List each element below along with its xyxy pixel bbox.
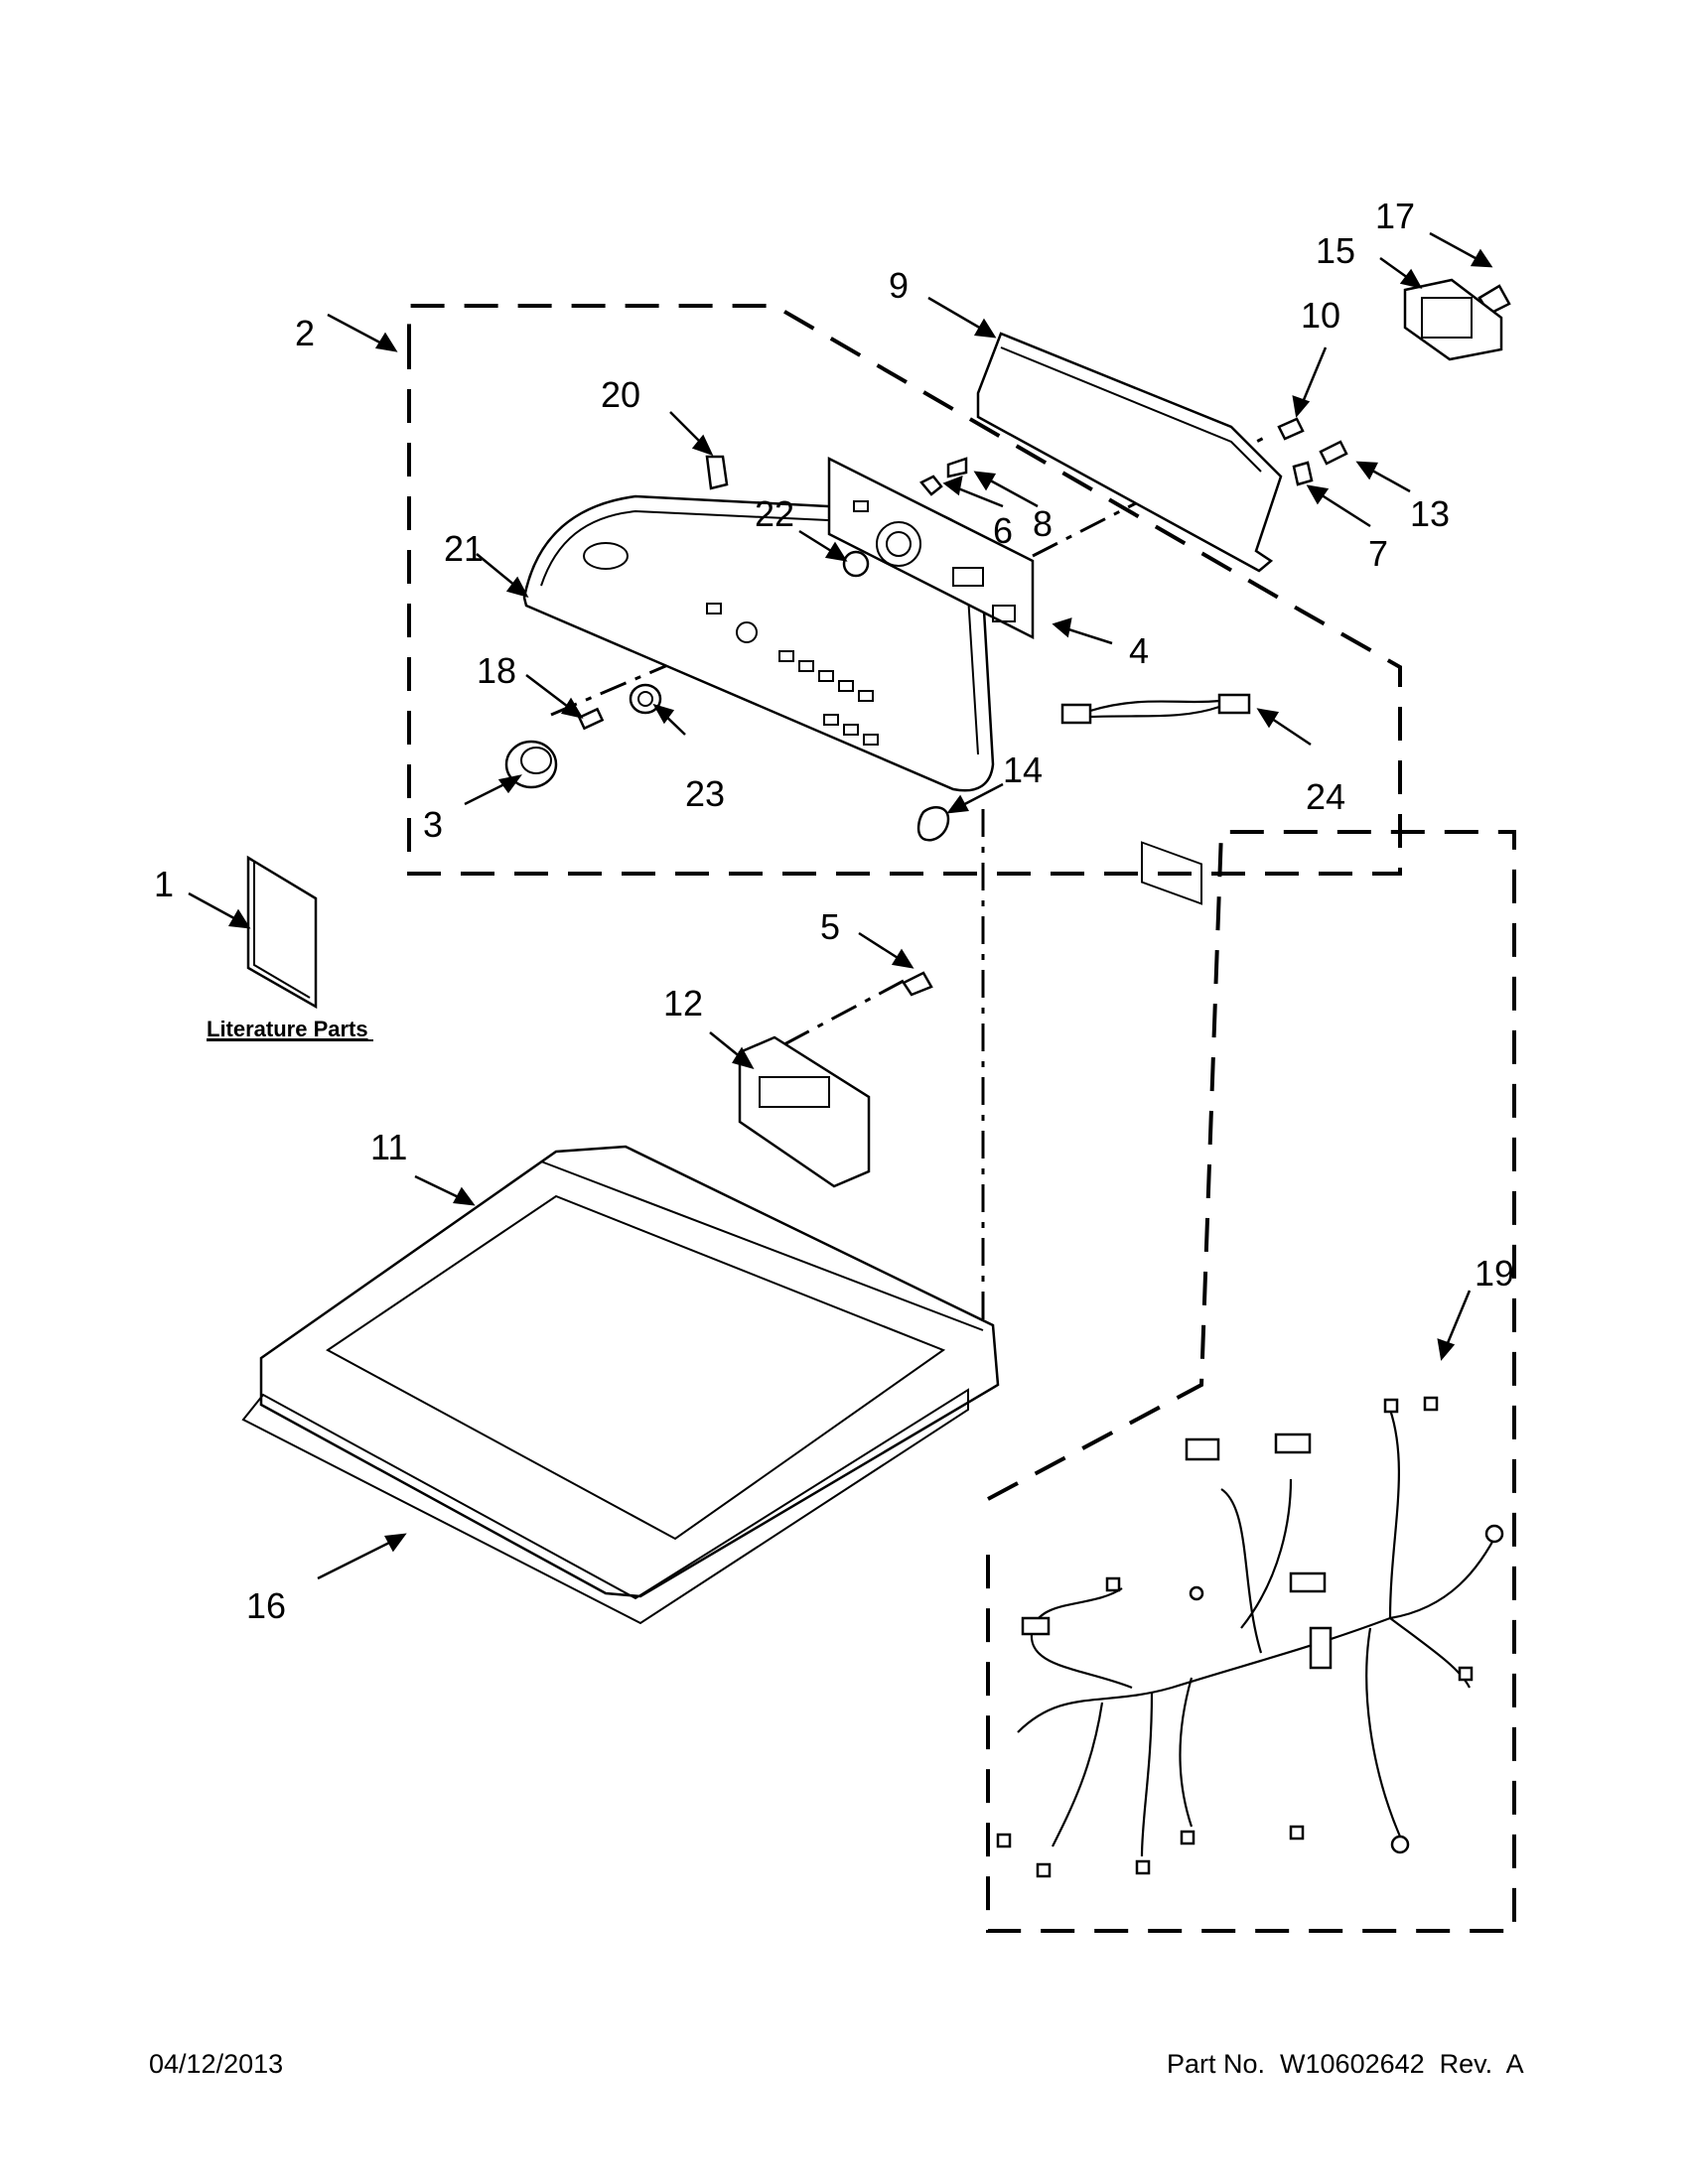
callout-1: 1 bbox=[154, 864, 174, 904]
callout-3: 3 bbox=[423, 804, 443, 845]
screw-10 bbox=[1277, 417, 1305, 441]
ui-board-part bbox=[827, 456, 1035, 640]
callout-9: 9 bbox=[889, 265, 909, 306]
literature-parts-icon bbox=[246, 855, 318, 1010]
callout-23: 23 bbox=[685, 773, 725, 814]
screw-5 bbox=[902, 971, 933, 997]
bracket-part bbox=[916, 806, 950, 842]
clip-7 bbox=[1292, 461, 1314, 486]
wiring-harness-19 bbox=[996, 1396, 1504, 1878]
callout-11: 11 bbox=[370, 1127, 407, 1167]
callout-10: 10 bbox=[1301, 295, 1340, 336]
screw-8 bbox=[946, 457, 968, 478]
harness-24-part bbox=[1060, 693, 1251, 725]
gasket-part bbox=[241, 1388, 969, 1625]
callout-20: 20 bbox=[601, 374, 640, 415]
callout-7: 7 bbox=[1368, 533, 1388, 574]
literature-parts-label: Literature Parts bbox=[207, 1017, 368, 1041]
footer-part-number: Part No. W10602642 Rev. A bbox=[1167, 2049, 1524, 2079]
callout-22: 22 bbox=[755, 493, 794, 534]
callout-4: 4 bbox=[1129, 630, 1149, 671]
callout-5: 5 bbox=[820, 906, 840, 947]
encoder-part bbox=[842, 550, 870, 578]
callout-15: 15 bbox=[1316, 230, 1355, 271]
footer-date: 04/12/2013 bbox=[149, 2049, 283, 2079]
harness-group-outline bbox=[986, 830, 1516, 1933]
callout-2: 2 bbox=[295, 313, 315, 353]
shaft-part bbox=[577, 707, 605, 731]
knob-ring-part bbox=[629, 683, 662, 715]
callout-arrows bbox=[188, 231, 1493, 1580]
callout-12: 12 bbox=[663, 983, 703, 1024]
dryer-top-part bbox=[259, 1145, 1000, 1598]
screw-13 bbox=[1319, 440, 1348, 466]
callout-8: 8 bbox=[1033, 503, 1053, 544]
clip-part bbox=[705, 455, 729, 490]
console-group-outline bbox=[407, 304, 1402, 876]
callout-6: 6 bbox=[993, 510, 1013, 551]
callout-16: 16 bbox=[246, 1585, 286, 1626]
console-back-part bbox=[976, 332, 1283, 905]
callout-24: 24 bbox=[1306, 776, 1345, 817]
board-15-part bbox=[1403, 278, 1503, 361]
callout-13: 13 bbox=[1410, 493, 1450, 534]
callout-19: 19 bbox=[1475, 1253, 1514, 1294]
screw-6 bbox=[919, 475, 943, 496]
control-12-part bbox=[738, 971, 933, 1188]
callout-21: 21 bbox=[444, 528, 484, 569]
callout-18: 18 bbox=[477, 650, 516, 691]
callout-17: 17 bbox=[1375, 196, 1415, 236]
callout-14: 14 bbox=[1003, 750, 1043, 790]
